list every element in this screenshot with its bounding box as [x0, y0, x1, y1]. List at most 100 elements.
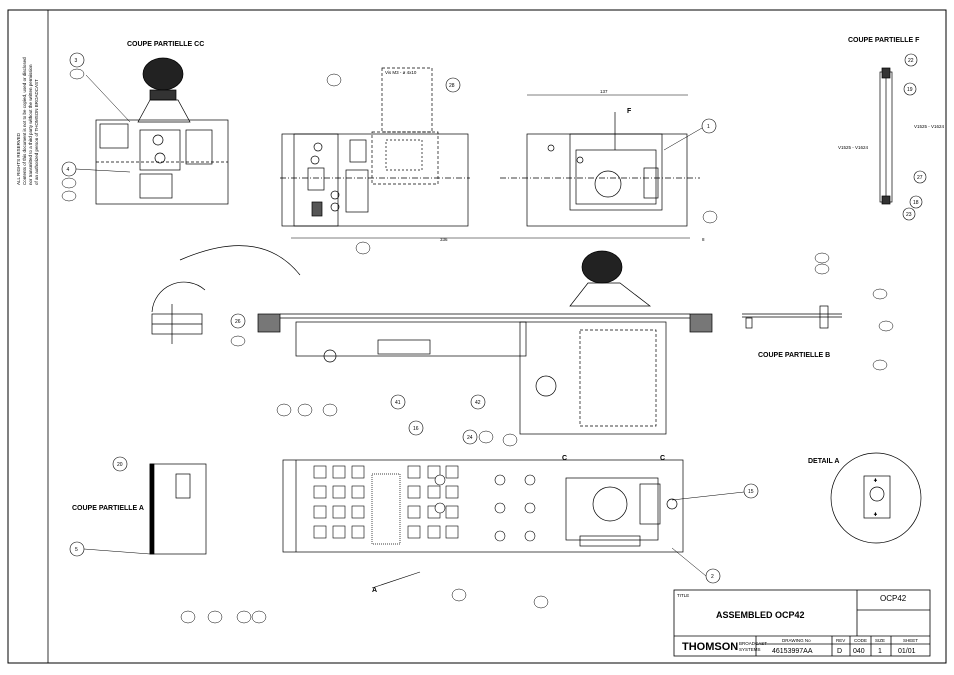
- balloon-5: 5: [69, 541, 151, 557]
- dimension-overall-width: 336: [440, 237, 448, 242]
- panel-key: [332, 465, 346, 479]
- panel-knob: [494, 474, 506, 486]
- panel-knob: [524, 530, 536, 542]
- sheet-value: 01/01: [898, 648, 916, 655]
- detail-left-middle: [151, 281, 206, 344]
- panel-key: [313, 525, 327, 539]
- svg-text:Contents of this document is n: Contents of this document is not to be c…: [22, 57, 27, 185]
- balloon-2: 2: [671, 547, 721, 584]
- copyright-note: ALL RIGHTS RESERVED Contents of this doc…: [16, 57, 39, 185]
- detail-a-view: + +: [830, 452, 922, 544]
- panel-key: [445, 525, 459, 539]
- svg-text:18: 18: [913, 200, 919, 206]
- header-rev: REV: [836, 638, 845, 643]
- svg-text:nor transmitted to a third par: nor transmitted to a third party without…: [28, 64, 33, 185]
- panel-key: [407, 505, 421, 519]
- panel-knob: [494, 502, 506, 514]
- view-mark-c-left: C: [562, 455, 567, 462]
- coupe-cc-view: [85, 57, 229, 205]
- panel-key: [407, 525, 421, 539]
- section-title-coupe-a: COUPE PARTIELLE A: [72, 505, 144, 512]
- annotation-vis-f2: V1525 - V1624: [838, 145, 869, 150]
- annotation-vis-top: Vis M3 - ø 4x10: [385, 70, 417, 75]
- balloon-22: 22: [904, 53, 918, 67]
- svg-text:22: 22: [908, 58, 914, 64]
- svg-text:1: 1: [707, 124, 710, 130]
- balloon-a-4: [251, 610, 267, 624]
- brand-logo-text: THOMSON: [682, 641, 738, 653]
- balloon-panel-small-3: [451, 588, 467, 602]
- balloon-a-1: [180, 610, 196, 624]
- balloon-23: 23: [902, 207, 916, 221]
- brand-sub-1: BROADCAST: [739, 641, 767, 646]
- panel-key: [427, 485, 441, 499]
- section-title-detail-a: DETAIL A: [808, 458, 839, 465]
- header-size: SIZE: [875, 638, 885, 643]
- balloon-24: 24: [462, 429, 478, 445]
- svg-text:5: 5: [75, 547, 78, 553]
- svg-text:4: 4: [67, 167, 70, 173]
- section-line-a: [371, 571, 421, 589]
- title-label: TITLE: [677, 593, 689, 598]
- coupe-b-view: [742, 305, 842, 329]
- svg-text:15: 15: [748, 489, 754, 495]
- balloon-16: 16: [408, 420, 424, 436]
- view-mark-a: A: [372, 587, 377, 594]
- balloon-1: 1: [663, 118, 717, 151]
- balloon-front-small: [702, 210, 718, 224]
- dimension-top-width: 137: [600, 89, 608, 94]
- coupe-a-view: [149, 463, 207, 555]
- panel-key: [351, 525, 365, 539]
- view-mark-f: F: [627, 108, 632, 115]
- balloon-4: 4: [61, 161, 131, 202]
- drawing-number: 46153997AA: [772, 648, 813, 655]
- dimension-small-gap: 8: [702, 237, 705, 242]
- balloon-26: 26: [230, 313, 246, 329]
- balloon-a-3: [236, 610, 252, 624]
- balloon-27: 27: [913, 170, 927, 184]
- header-drawing-no: DRAWING No: [782, 638, 811, 643]
- panel-key: [407, 485, 421, 499]
- balloon-side-small-1: [276, 403, 292, 417]
- svg-text:20: 20: [117, 462, 123, 468]
- svg-text:16: 16: [413, 426, 419, 432]
- svg-text:27: 27: [917, 175, 923, 181]
- panel-knob: [524, 502, 536, 514]
- svg-text:23: 23: [906, 212, 912, 218]
- balloon-42: 42: [470, 394, 486, 410]
- svg-text:+: +: [874, 512, 877, 518]
- panel-key: [332, 525, 346, 539]
- balloon-3: 3: [69, 52, 85, 80]
- header-sheet: SHEET: [903, 638, 918, 643]
- panel-key: [351, 465, 365, 479]
- panel-key: [313, 505, 327, 519]
- balloon-a-2: [207, 610, 223, 624]
- section-title-coupe-cc: COUPE PARTIELLE CC: [127, 41, 204, 48]
- revision: D: [837, 648, 842, 655]
- svg-text:42: 42: [475, 400, 481, 406]
- svg-text:24: 24: [467, 435, 473, 441]
- svg-text:2: 2: [711, 574, 714, 580]
- balloon-41: 41: [390, 394, 406, 410]
- balloon-b-2: [814, 263, 830, 275]
- balloon-15: 15: [671, 483, 759, 501]
- section-title-coupe-f: COUPE PARTIELLE F: [848, 37, 920, 44]
- outer-border: [7, 9, 947, 664]
- front-panel-buttons: [313, 465, 536, 542]
- balloon-20: 20: [112, 456, 128, 472]
- balloon-b-4: [878, 320, 894, 332]
- view-mark-c-right: C: [660, 455, 665, 462]
- side-cross-section: [179, 245, 713, 435]
- balloon-panel-small-4: [533, 595, 549, 609]
- panel-key: [427, 465, 441, 479]
- front-panel: [282, 459, 684, 553]
- svg-text:of an authorized person of THO: of an authorized person of THOMSON BROAD…: [34, 79, 39, 185]
- panel-key: [332, 505, 346, 519]
- balloon-b-5: [872, 359, 888, 371]
- panel-key: [445, 485, 459, 499]
- coupe-f-view: [879, 67, 893, 205]
- balloon-28: 28: [445, 77, 461, 93]
- balloon-b-3: [872, 288, 888, 300]
- panel-key: [445, 465, 459, 479]
